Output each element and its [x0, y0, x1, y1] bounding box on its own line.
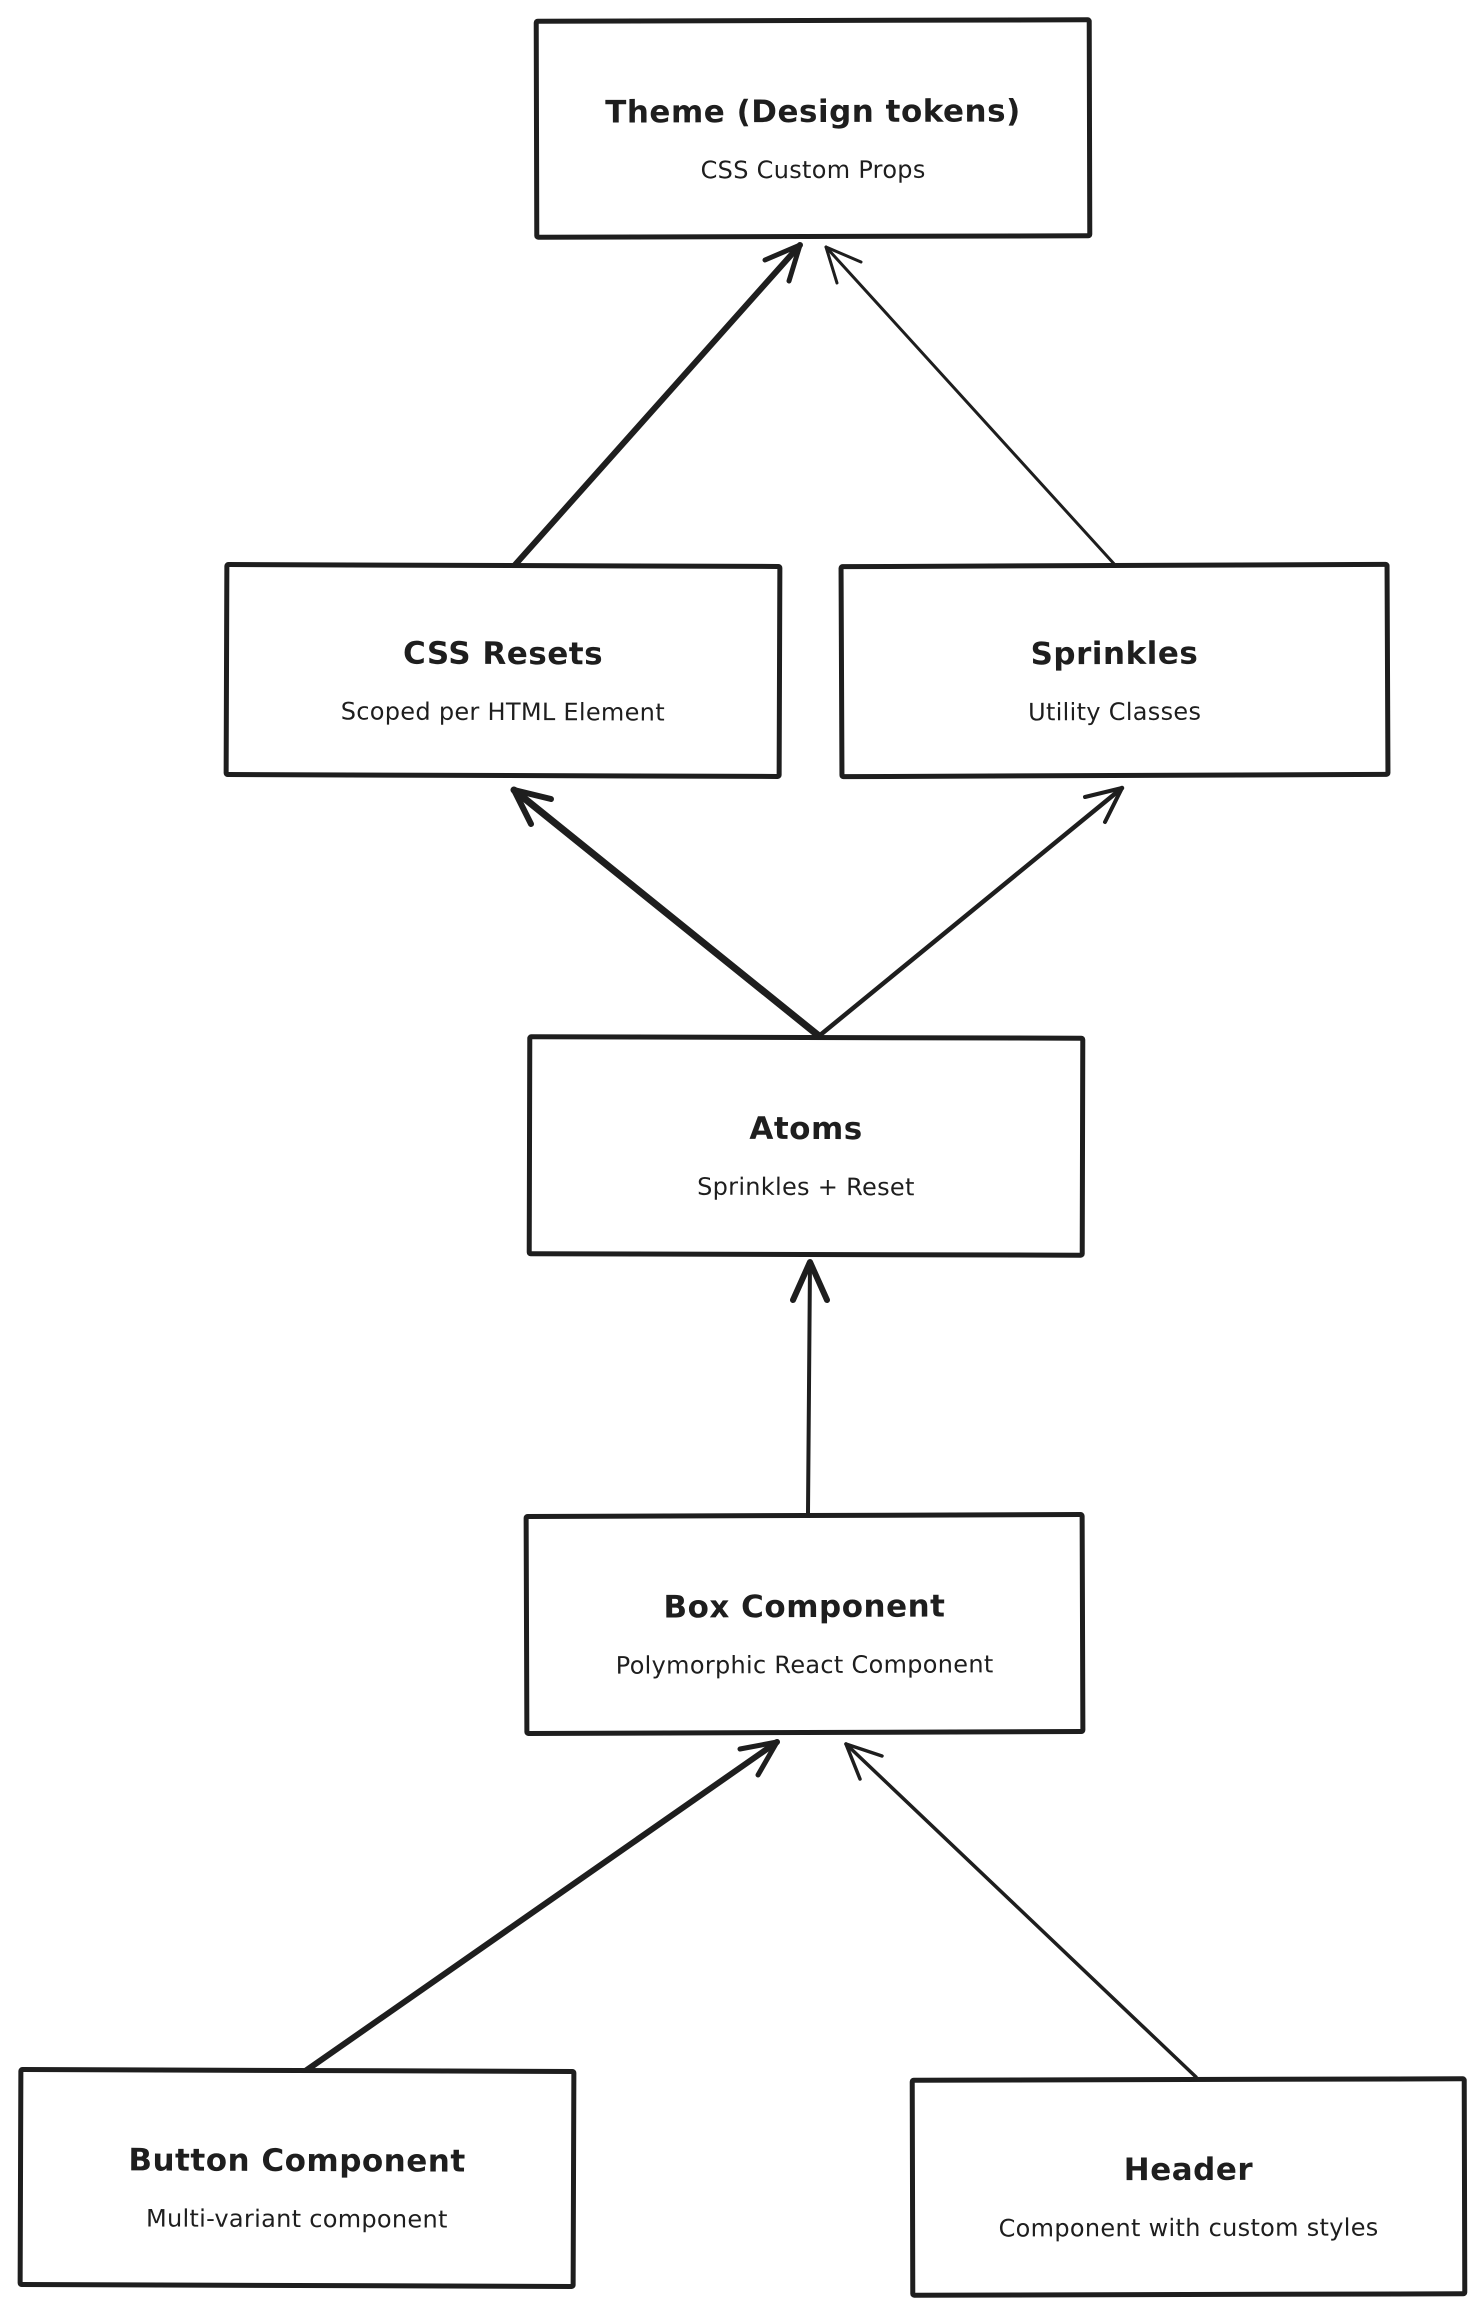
- node-button-component-subtitle: Multi-variant component: [145, 2204, 448, 2234]
- node-sprinkles-subtitle: Utility Classes: [1028, 697, 1202, 726]
- node-box-component-subtitle: Polymorphic React Component: [615, 1650, 994, 1680]
- node-box-component-title: Box Component: [663, 1588, 946, 1626]
- arrow-atoms-to-css-resets-head: [511, 787, 554, 827]
- arrow-css-resets-to-theme: [511, 242, 803, 569]
- node-header: Header Component with custom styles: [909, 2076, 1468, 2298]
- node-box-component: Box Component Polymorphic React Componen…: [523, 1512, 1086, 1736]
- arrow-header-to-box-component: [844, 1742, 1198, 2079]
- arrow-atoms-to-css-resets: [510, 786, 823, 1040]
- arrow-atoms-to-sprinkles-head: [1083, 786, 1124, 824]
- arrow-sprinkles-to-theme: [824, 245, 1118, 568]
- node-atoms: Atoms Sprinkles + Reset: [526, 1034, 1086, 1258]
- arrow-box-component-to-atoms: [806, 1260, 812, 1515]
- arrow-button-component-to-box-component: [288, 1739, 780, 2084]
- node-css-resets-subtitle: Scoped per HTML Element: [340, 696, 665, 727]
- arrow-atoms-to-sprinkles: [816, 785, 1125, 1039]
- node-atoms-title: Atoms: [749, 1110, 863, 1148]
- node-atoms-subtitle: Sprinkles + Reset: [697, 1172, 915, 1202]
- node-css-resets-title: CSS Resets: [402, 635, 604, 672]
- arrow-button-component-to-box-component-head: [737, 1739, 780, 1778]
- node-sprinkles-title: Sprinkles: [1030, 635, 1199, 672]
- node-theme: Theme (Design tokens) CSS Custom Props: [533, 17, 1093, 240]
- node-header-title: Header: [1123, 2151, 1254, 2189]
- node-button-component: Button Component Multi-variant component: [17, 2067, 577, 2289]
- node-theme-title: Theme (Design tokens): [605, 92, 1021, 131]
- arrow-header-to-box-component-head: [844, 1742, 884, 1781]
- arrow-css-resets-to-theme-head: [762, 242, 803, 284]
- node-button-component-title: Button Component: [128, 2142, 466, 2180]
- node-theme-subtitle: CSS Custom Props: [700, 155, 926, 184]
- arrow-box-component-to-atoms-head: [790, 1259, 830, 1303]
- node-css-resets: CSS Resets Scoped per HTML Element: [223, 562, 783, 779]
- node-header-subtitle: Component with custom styles: [998, 2213, 1379, 2243]
- node-sprinkles: Sprinkles Utility Classes: [838, 561, 1391, 780]
- arrow-sprinkles-to-theme-head: [824, 245, 863, 285]
